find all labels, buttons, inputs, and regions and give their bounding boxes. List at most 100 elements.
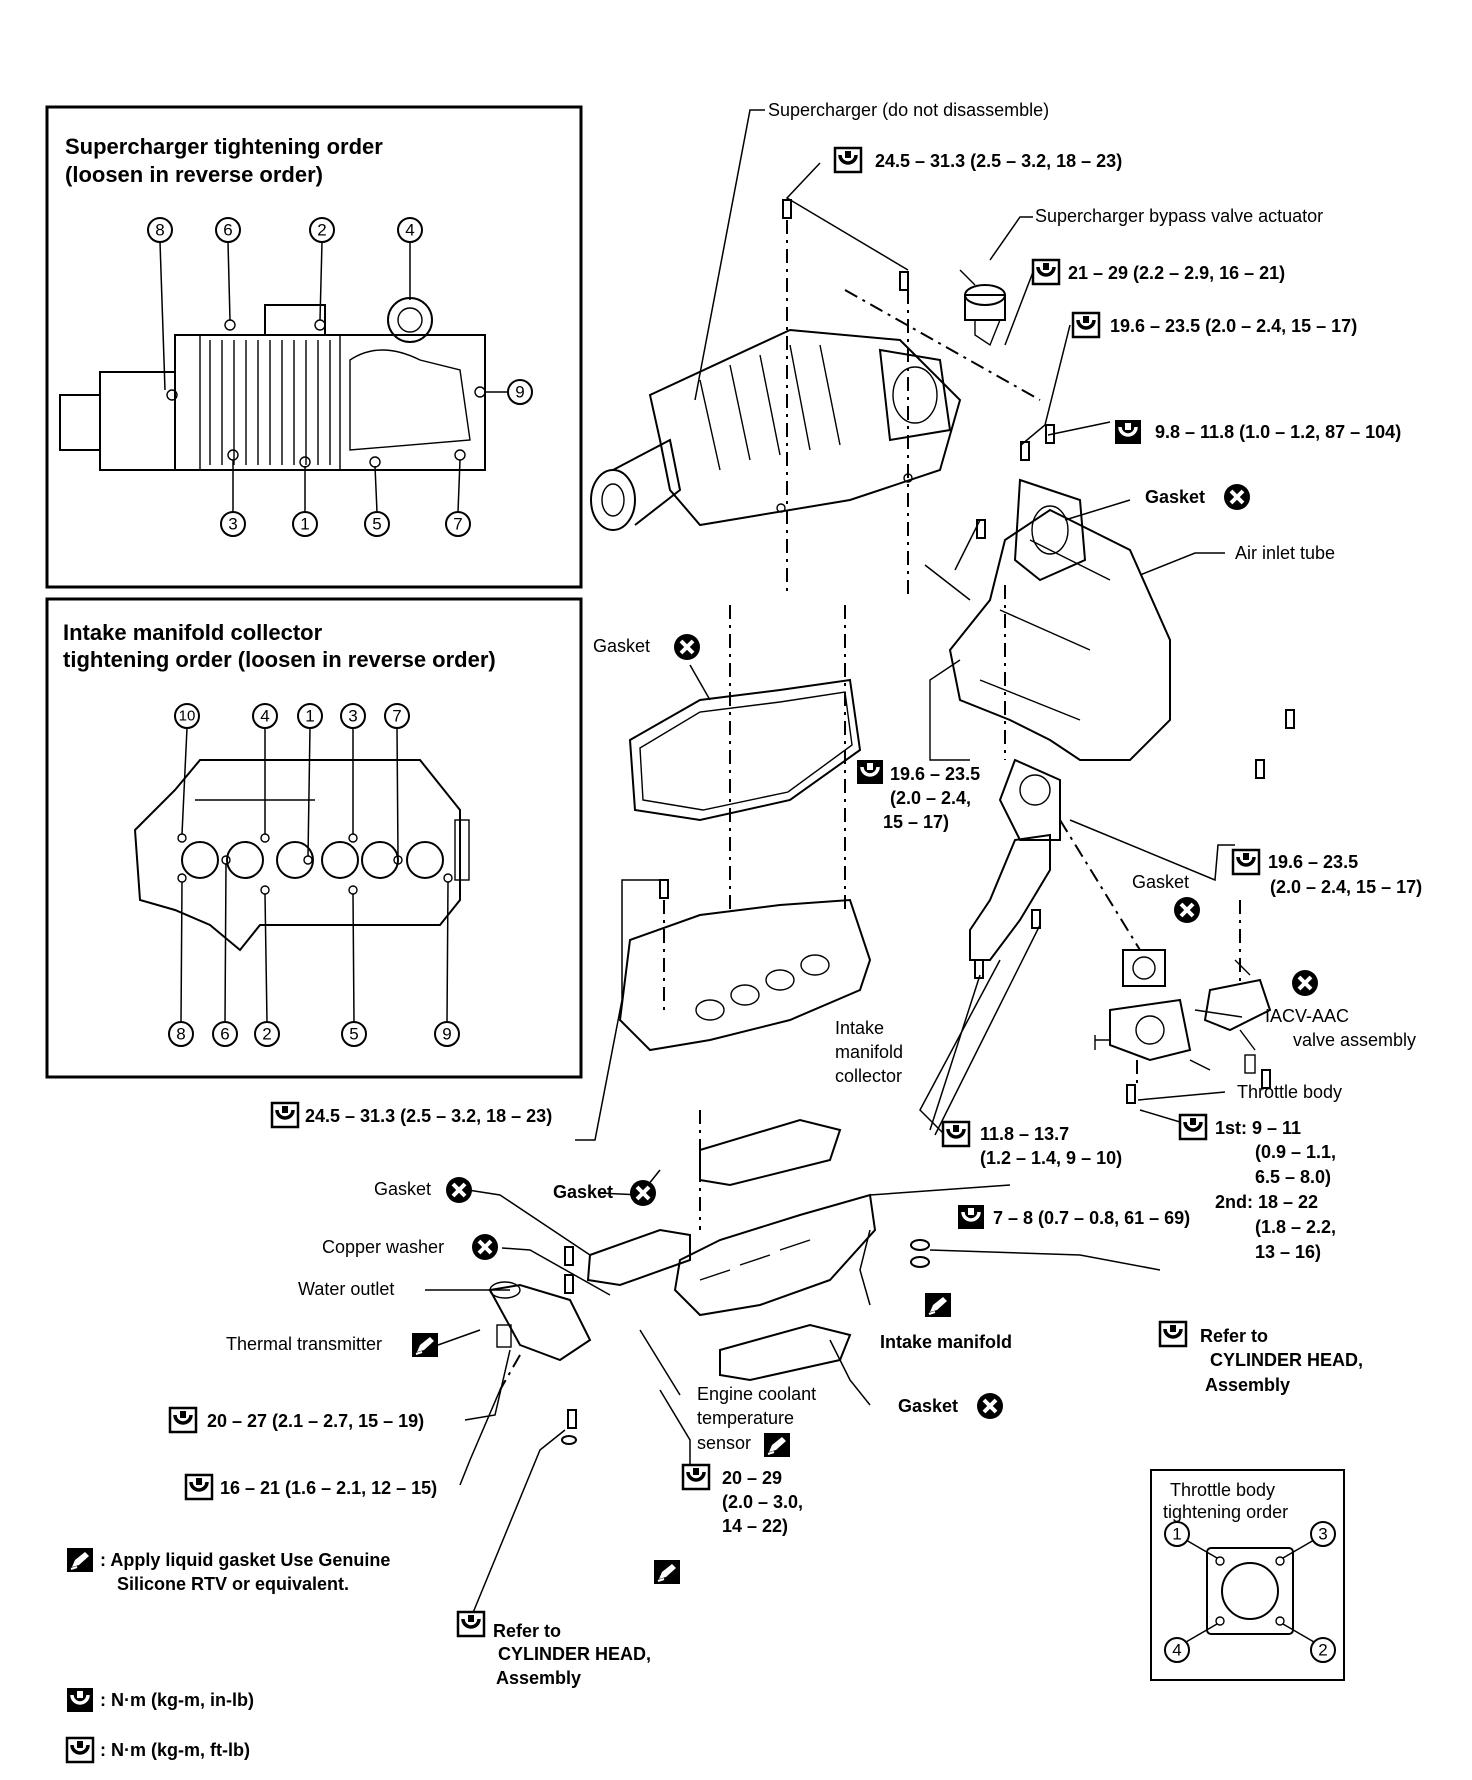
torque-wrench-icon (941, 1120, 971, 1148)
tb-order-num: 2 (1318, 1641, 1327, 1660)
sc-order-num: 5 (372, 515, 381, 534)
torque-t11: 20 – 27 (2.1 – 2.7, 15 – 19) (207, 1411, 424, 1431)
label-refer-bottom-2: CYLINDER HEAD, (498, 1644, 651, 1664)
label-collector-3: collector (835, 1066, 902, 1086)
liquid-gasket-icon (763, 1432, 791, 1458)
torque-wrench-icon (184, 1473, 214, 1501)
label-ect-1: Engine coolant (697, 1384, 816, 1404)
gasket-upper-air (1013, 478, 1087, 582)
collector-order-title-2: tightening order (loosen in reverse orde… (63, 647, 496, 672)
collector-top-view (133, 759, 470, 952)
label-ect-3: sensor (697, 1433, 751, 1453)
collector-order-callouts: 10 4 1 3 7 8 6 2 5 9 (168, 703, 460, 1047)
label-gasket-air: Gasket (1145, 487, 1205, 507)
coll-order-num: 8 (176, 1025, 185, 1044)
supercharger-body (590, 328, 962, 531)
label-gasket-left: Gasket (374, 1179, 431, 1199)
liquid-gasket-icon (924, 1292, 952, 1318)
label-bypass-actuator: Supercharger bypass valve actuator (1035, 206, 1323, 226)
torque-t9-6: 13 – 16) (1255, 1242, 1321, 1262)
intake-manifold-collector-part (618, 898, 872, 1052)
do-not-reuse-x-icon (1290, 968, 1320, 998)
label-throttle-body: Throttle body (1237, 1082, 1342, 1102)
torque-t13-1: 20 – 29 (722, 1468, 782, 1488)
sc-order-num: 9 (515, 383, 524, 402)
label-refer-right-3: Assembly (1205, 1375, 1290, 1395)
torque-t7: 24.5 – 31.3 (2.5 – 3.2, 18 – 23) (305, 1106, 552, 1126)
label-gasket-collector: Gasket (593, 636, 650, 656)
label-air-inlet-tube: Air inlet tube (1235, 543, 1335, 563)
legend-liquid-gasket-2: Silicone RTV or equivalent. (117, 1574, 349, 1594)
torque-t3: 19.6 – 23.5 (2.0 – 2.4, 15 – 17) (1110, 316, 1357, 336)
label-iacv-2: valve assembly (1293, 1030, 1416, 1050)
replace-part-marks (444, 482, 1320, 1421)
torque-specs: 24.5 – 31.3 (2.5 – 3.2, 18 – 23) 21 – 29… (168, 146, 1422, 1638)
liquid-gasket-icon (653, 1559, 681, 1585)
supercharger-order-title-2: (loosen in reverse order) (65, 162, 323, 187)
torque-t9-2: (0.9 – 1.1, (1255, 1142, 1336, 1162)
sc-order-num: 3 (228, 515, 237, 534)
torque-wrench-icon (1031, 258, 1061, 286)
torque-wrench-icon (168, 1406, 198, 1434)
torque-wrench-icon (65, 1736, 95, 1764)
do-not-reuse-x-icon (444, 1175, 474, 1205)
air-inlet-tube (929, 508, 1171, 841)
intake-manifold-part (673, 1193, 877, 1317)
do-not-reuse-x-icon (470, 1232, 500, 1262)
label-collector-2: manifold (835, 1042, 903, 1062)
torque-t9-5: (1.8 – 2.2, (1255, 1217, 1336, 1237)
label-thermal-transmitter: Thermal transmitter (226, 1334, 382, 1354)
torque-wrench-icon (681, 1463, 711, 1491)
tb-order-num: 1 (1172, 1525, 1181, 1544)
torque-t6-2: (2.0 – 2.4, 15 – 17) (1270, 877, 1422, 897)
label-intake-manifold: Intake manifold (880, 1332, 1012, 1352)
label-gasket-bottom: Gasket (898, 1396, 958, 1416)
label-collector-1: Intake (835, 1018, 884, 1038)
coll-order-num: 1 (305, 707, 314, 726)
torque-t9-3: 6.5 – 8.0) (1255, 1167, 1331, 1187)
throttle-order-panel: Throttle body tightening order 1 3 4 2 (1150, 1469, 1345, 1681)
torque-t5-1: 19.6 – 23.5 (890, 764, 980, 784)
do-not-reuse-x-icon (975, 1391, 1005, 1421)
torque-wrench-icon (1113, 418, 1143, 446)
label-gasket-throttle: Gasket (1132, 872, 1189, 892)
label-refer-right-2: CYLINDER HEAD, (1210, 1350, 1363, 1370)
torque-wrench-icon (456, 1610, 486, 1638)
supercharger-order-callouts: 8 6 2 4 9 3 1 5 7 (147, 217, 533, 537)
sc-order-num: 4 (405, 221, 414, 240)
torque-t4: 9.8 – 11.8 (1.0 – 1.2, 87 – 104) (1155, 422, 1401, 442)
label-ect-2: temperature (697, 1408, 794, 1428)
torque-t2: 21 – 29 (2.2 – 2.9, 16 – 21) (1068, 263, 1285, 283)
label-gasket-mid: Gasket (553, 1182, 613, 1202)
sc-order-num: 6 (223, 221, 232, 240)
bracket-part (969, 833, 1051, 961)
throttle-order-title-1: Throttle body (1170, 1480, 1275, 1500)
supercharger-order-panel: Supercharger tightening order (loosen in… (45, 105, 583, 589)
legend-unit-ftlb: : N·m (kg-m, ft-lb) (100, 1740, 250, 1760)
leader-lines (425, 109, 1243, 1621)
torque-t9-1: 1st: 9 – 11 (1215, 1118, 1301, 1138)
torque-t1: 24.5 – 31.3 (2.5 – 3.2, 18 – 23) (875, 151, 1122, 171)
torque-wrench-icon (1178, 1113, 1208, 1141)
torque-wrench-icon (270, 1101, 300, 1129)
torque-wrench-icon (1231, 848, 1261, 876)
torque-wrench-icon (1071, 311, 1101, 339)
bypass-valve-actuator (959, 269, 1006, 347)
manifold-gaskets (586, 1118, 852, 1382)
sc-order-num: 7 (453, 515, 462, 534)
label-copper-washer: Copper washer (322, 1237, 444, 1257)
bolts (561, 199, 1295, 1445)
torque-wrench-icon (65, 1686, 95, 1714)
legend-liquid-gasket-1: : Apply liquid gasket Use Genuine (100, 1550, 390, 1570)
tb-order-num: 4 (1172, 1641, 1181, 1660)
sc-order-num: 1 (300, 515, 309, 534)
torque-t5-2: (2.0 – 2.4, (890, 788, 971, 808)
legend-unit-inlb: : N·m (kg-m, in-lb) (100, 1690, 254, 1710)
torque-t5-3: 15 – 17) (883, 812, 949, 832)
label-iacv-1: IACV-AAC (1265, 1006, 1349, 1026)
sc-order-num: 2 (317, 221, 326, 240)
do-not-reuse-x-icon (1172, 895, 1202, 925)
sc-order-num: 8 (155, 221, 164, 240)
